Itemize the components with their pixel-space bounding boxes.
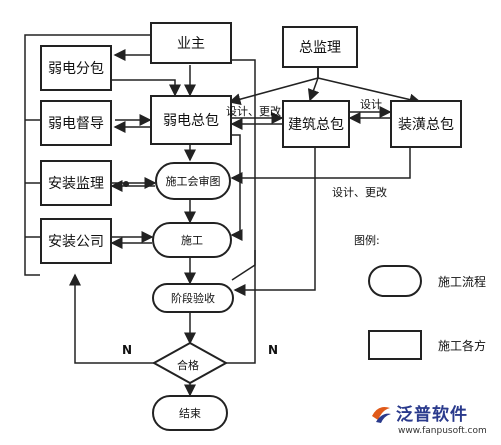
node-building-general-label: 建筑总包 <box>288 117 344 133</box>
legend-box-swatch <box>368 330 422 360</box>
logo: 泛普软件 <box>370 400 468 425</box>
legend-process-flow: 施工流程 <box>438 275 487 289</box>
proc-construction-label: 施工 <box>181 234 203 247</box>
node-weak-general: 弱电总包 <box>150 95 232 145</box>
edge-label-design-change-1: 设计、更改 <box>226 105 281 118</box>
node-chief-supervisor: 总监理 <box>282 26 358 68</box>
node-weak-supervisor-label: 弱电督导 <box>48 116 104 132</box>
proc-end: 结束 <box>152 395 228 431</box>
edge-label-no-left: N <box>122 343 133 357</box>
logo-icon <box>372 406 391 423</box>
edge-label-no-right: N <box>268 343 279 357</box>
proc-stage-acceptance: 阶段验收 <box>152 283 234 313</box>
node-weak-sub: 弱电分包 <box>40 45 112 91</box>
qualified-diamond <box>151 341 229 385</box>
proc-end-label: 结束 <box>179 407 201 420</box>
node-weak-sub-label: 弱电分包 <box>48 61 104 77</box>
node-weak-supervisor: 弱电督导 <box>40 100 112 146</box>
edge-label-design: 设计 <box>360 98 382 111</box>
proc-construction: 施工 <box>152 222 232 258</box>
proc-stage-acceptance-label: 阶段验收 <box>171 292 215 305</box>
node-decoration-general-label: 装潢总包 <box>398 117 454 133</box>
node-weak-general-label: 弱电总包 <box>163 113 219 129</box>
logo-name: 泛普软件 <box>396 405 468 425</box>
proc-drawing-review-label: 施工会审图 <box>165 175 221 188</box>
node-install-company: 安装公司 <box>40 218 112 264</box>
edge-label-design-change-2: 设计、更改 <box>332 186 387 199</box>
node-install-company-label: 安装公司 <box>48 234 104 250</box>
node-install-supervision-label: 安装监理 <box>48 176 104 192</box>
logo-url: www.fanpusoft.com <box>398 426 487 436</box>
legend-oval-swatch <box>368 265 422 297</box>
proc-drawing-review: 施工会审图 <box>155 162 231 200</box>
node-building-general: 建筑总包 <box>282 100 350 148</box>
node-decoration-general: 装潢总包 <box>390 100 462 148</box>
legend-title: 图例: <box>354 234 380 247</box>
node-install-supervision: 安装监理 <box>40 160 112 206</box>
node-owner: 业主 <box>150 22 232 64</box>
proc-qualified-label: 合格 <box>177 359 199 372</box>
legend-parties: 施工各方 <box>438 339 487 353</box>
node-owner-label: 业主 <box>177 36 205 52</box>
node-chief-supervisor-label: 总监理 <box>299 40 341 56</box>
